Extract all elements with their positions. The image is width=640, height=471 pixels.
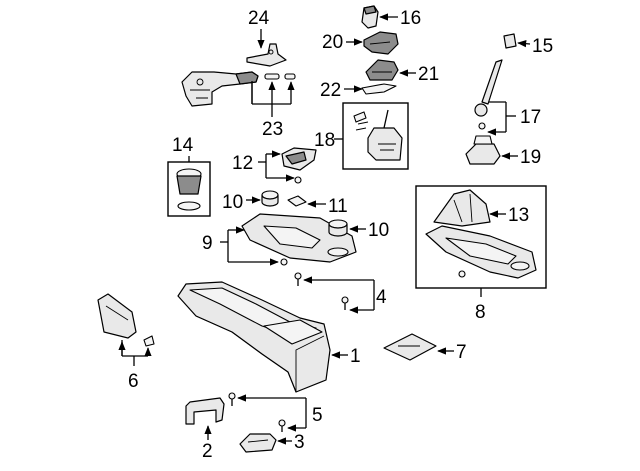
part-13-boot bbox=[433, 189, 491, 227]
callout-1: 1 bbox=[350, 346, 361, 367]
part-22-plate bbox=[361, 83, 397, 95]
part-8-rear-console bbox=[425, 225, 537, 279]
part-20-cover bbox=[363, 31, 399, 55]
callout-20: 20 bbox=[322, 32, 343, 53]
part-10-ring-right bbox=[328, 219, 348, 237]
part-5-screws bbox=[228, 392, 307, 432]
callout-24: 24 bbox=[248, 8, 270, 29]
callout-4: 4 bbox=[376, 287, 387, 308]
part-2-bracket bbox=[185, 397, 225, 425]
part-15-knob bbox=[503, 33, 517, 49]
leader-15 bbox=[517, 40, 531, 48]
parking-brake-lever bbox=[181, 71, 259, 107]
part-21-trim bbox=[365, 59, 399, 81]
part-6-panel bbox=[97, 293, 155, 366]
part-3-latch bbox=[239, 433, 277, 453]
callout-22: 22 bbox=[320, 80, 341, 101]
part-12-bracket bbox=[281, 147, 317, 184]
callout-3: 3 bbox=[294, 432, 305, 453]
callout-9: 9 bbox=[202, 233, 213, 254]
callout-18: 18 bbox=[314, 130, 335, 151]
part-18-shifter bbox=[353, 109, 403, 161]
callout-8: 8 bbox=[475, 302, 486, 323]
callout-12: 12 bbox=[232, 153, 253, 174]
part-24-bracket bbox=[246, 43, 287, 67]
part-9-panel bbox=[241, 213, 357, 266]
part-4-screws bbox=[294, 272, 375, 314]
callout-16: 16 bbox=[400, 8, 421, 29]
part-7-bracket bbox=[383, 333, 437, 361]
callout-21: 21 bbox=[418, 64, 439, 85]
part-16-knob bbox=[361, 5, 379, 29]
part-19-base bbox=[465, 135, 501, 165]
callout-17: 17 bbox=[520, 107, 541, 128]
box-14 bbox=[167, 161, 211, 217]
callout-10-right: 10 bbox=[368, 220, 389, 241]
part-1-console bbox=[177, 281, 331, 393]
part-11-clip bbox=[287, 195, 307, 207]
callout-10-left: 10 bbox=[222, 192, 243, 213]
part-17-lever bbox=[474, 59, 516, 136]
callout-11: 11 bbox=[328, 196, 348, 217]
callout-2: 2 bbox=[202, 441, 213, 462]
callout-15: 15 bbox=[532, 36, 553, 57]
callout-13: 13 bbox=[508, 205, 529, 226]
box-18 bbox=[342, 102, 409, 170]
callout-23: 23 bbox=[262, 119, 283, 140]
part-10-ring-left bbox=[261, 190, 279, 207]
callout-6: 6 bbox=[128, 371, 139, 392]
part-23-pins bbox=[251, 73, 296, 117]
callout-14: 14 bbox=[172, 135, 194, 156]
callout-19: 19 bbox=[520, 147, 541, 168]
part-14-cupholder bbox=[176, 168, 202, 211]
callout-5: 5 bbox=[312, 405, 323, 426]
callout-7: 7 bbox=[456, 342, 467, 363]
